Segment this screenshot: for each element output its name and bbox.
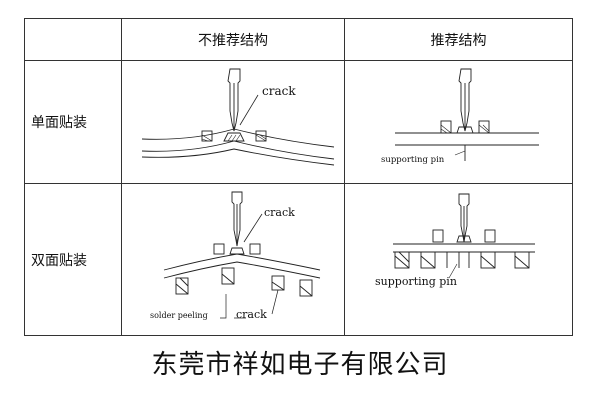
component-right	[255, 130, 267, 142]
header-corner-cell	[24, 18, 122, 61]
supporting-pin-label: supporting pin	[375, 275, 457, 288]
component-right	[478, 120, 490, 134]
header-row: 不推荐结构 推荐结构	[24, 18, 573, 61]
crack-label-top: crack	[264, 206, 295, 219]
company-name: 东莞市祥如电子有限公司	[151, 350, 449, 380]
single-recommended-drawing: supporting pin	[381, 68, 539, 165]
peeling-leaders	[220, 294, 246, 319]
row-label-double-sided: 双面贴装	[24, 183, 122, 336]
single-not-recommended-drawing: crack	[141, 68, 335, 166]
component-left	[201, 130, 213, 142]
crack-leader	[239, 94, 259, 126]
flat-board-shape	[395, 132, 539, 146]
crack-label: crack	[262, 84, 296, 98]
probe-shape	[227, 68, 241, 132]
bottom-components	[175, 267, 313, 297]
supporting-pins	[446, 252, 470, 268]
row-double-sided: 双面贴装	[24, 183, 573, 336]
pin-leader	[454, 150, 466, 156]
center-part	[223, 132, 245, 142]
row-label-single-sided: 单面贴装	[24, 60, 122, 184]
center-part	[456, 126, 474, 134]
bottom-components	[394, 251, 530, 269]
row-single-sided: 单面贴装	[24, 60, 573, 184]
diagram-double-not-recommended: crack solder peeling crack	[121, 183, 345, 336]
supporting-pin-label: supporting pin	[381, 155, 445, 165]
header-recommended: 推荐结构	[344, 18, 573, 61]
bent-board-shape	[163, 253, 321, 279]
double-recommended-drawing: supporting pin	[375, 193, 535, 288]
comparison-table: 不推荐结构 推荐结构 单面贴装	[24, 18, 573, 336]
crack-label-bottom: crack	[236, 308, 267, 321]
bent-board-shape	[141, 128, 335, 166]
flat-board-shape	[393, 243, 535, 253]
crack-leader-top	[243, 213, 263, 243]
diagram-double-recommended: supporting pin	[344, 183, 573, 336]
diagram-single-recommended: supporting pin	[344, 60, 573, 184]
diagram-single-not-recommended: crack	[121, 60, 345, 184]
header-not-recommended: 不推荐结构	[121, 18, 345, 61]
pin-leader	[448, 263, 458, 279]
component-left	[440, 120, 452, 134]
probe-shape	[458, 193, 470, 243]
component-right-hatch	[255, 134, 267, 142]
probe-shape	[231, 191, 243, 247]
probe-shape	[458, 68, 472, 132]
component-left-hatch	[201, 134, 213, 142]
double-not-recommended-drawing: crack solder peeling crack	[150, 191, 321, 321]
solder-peeling-label: solder peeling	[150, 311, 208, 320]
